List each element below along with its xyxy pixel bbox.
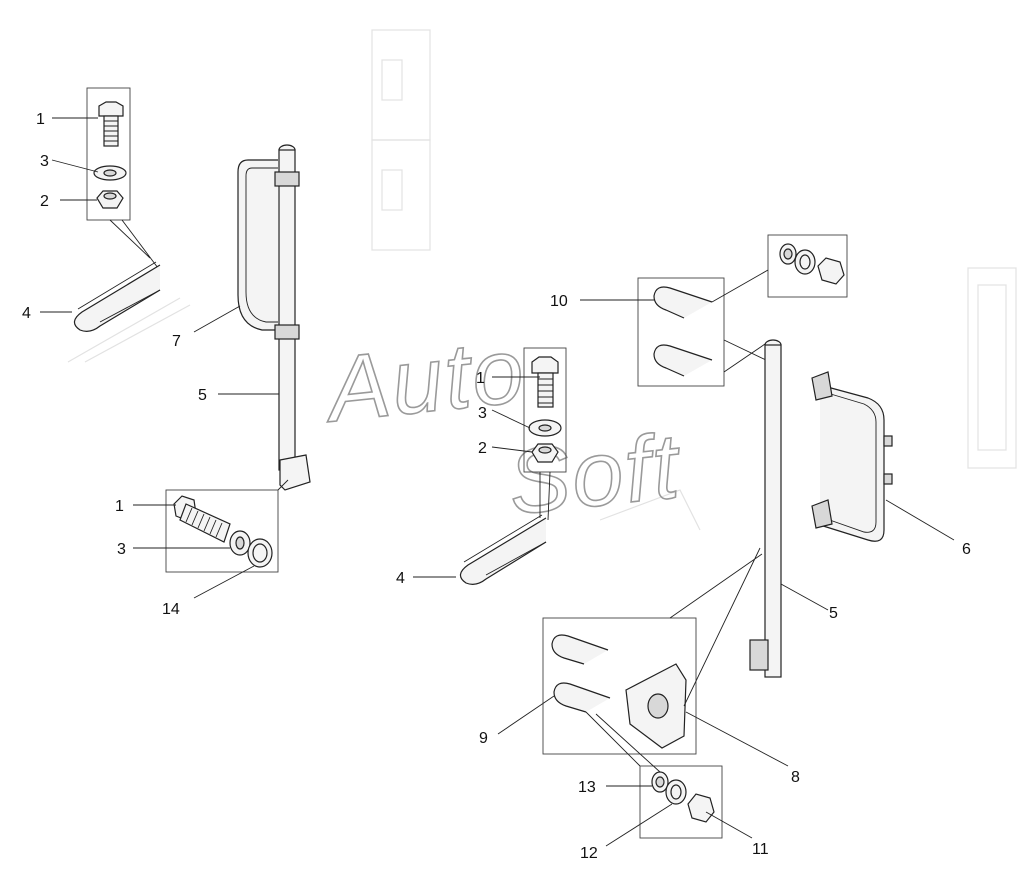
bolt-1-lower-left: [173, 495, 231, 543]
post-5-left: [274, 144, 311, 491]
callout-1-left-bottom: 1: [115, 498, 124, 515]
nut-2-left: [96, 190, 124, 209]
callout-9: 9: [479, 730, 488, 747]
handle-6: [811, 371, 893, 542]
u-bolt-4-center: [459, 514, 547, 585]
washer-3-left: [93, 165, 127, 181]
leader-lines: [40, 117, 955, 847]
callout-12: 12: [580, 845, 598, 862]
u-bolt-4-left: [73, 261, 161, 332]
hardware-box-top-right: [767, 234, 848, 298]
callout-3-left-bottom: 3: [117, 541, 126, 558]
callout-2-left-top: 2: [40, 193, 49, 210]
callout-14: 14: [162, 601, 180, 618]
washer-3-center: [528, 419, 562, 437]
washers-nut-top-right: [779, 243, 845, 285]
callout-4-center: 4: [396, 570, 405, 587]
callout-6: 6: [962, 541, 971, 558]
callout-3-left-top: 3: [40, 153, 49, 170]
post-5-right: [749, 339, 782, 678]
callout-7: 7: [172, 333, 181, 350]
callout-1-left-top: 1: [36, 111, 45, 128]
washer-14: [247, 538, 273, 568]
bolt-1-center: [531, 356, 559, 408]
callout-5-right: 5: [829, 605, 838, 622]
nut-2-center: [531, 443, 559, 463]
u-bolt-10: [653, 286, 713, 377]
hardware-box-center: [523, 347, 567, 473]
washer-3-lower-left: [229, 530, 251, 556]
hardware-box-11-13: [639, 765, 723, 839]
plate-8: [625, 663, 687, 749]
callout-1-center: 1: [476, 370, 485, 387]
callout-13: 13: [578, 779, 596, 796]
callout-labels: 1 3 2 4 7 5 1 3 14 1 3 2 4 10 6 5 9 8 13…: [22, 111, 971, 862]
callout-2-center: 2: [478, 440, 487, 457]
hardware-box-9-8: [542, 617, 697, 755]
watermark-auto: Auto: [318, 319, 530, 442]
u-bolt-9: [551, 634, 611, 713]
bolt-1-left: [98, 101, 124, 147]
hardware-box-10: [637, 277, 725, 387]
handle-7: [237, 159, 278, 331]
hardware-box-left-bottom: [165, 489, 279, 573]
washers-nut-bottom: [651, 771, 715, 823]
callout-5-left: 5: [198, 387, 207, 404]
watermark-soft: Soft: [504, 415, 687, 535]
callout-11: 11: [752, 841, 769, 858]
background-ghost-panels: [67, 29, 1017, 531]
callout-4-left: 4: [22, 305, 31, 322]
callout-10: 10: [550, 293, 568, 310]
callout-3-center: 3: [478, 405, 487, 422]
hardware-box-left-top: [86, 87, 131, 221]
callout-8: 8: [791, 769, 800, 786]
